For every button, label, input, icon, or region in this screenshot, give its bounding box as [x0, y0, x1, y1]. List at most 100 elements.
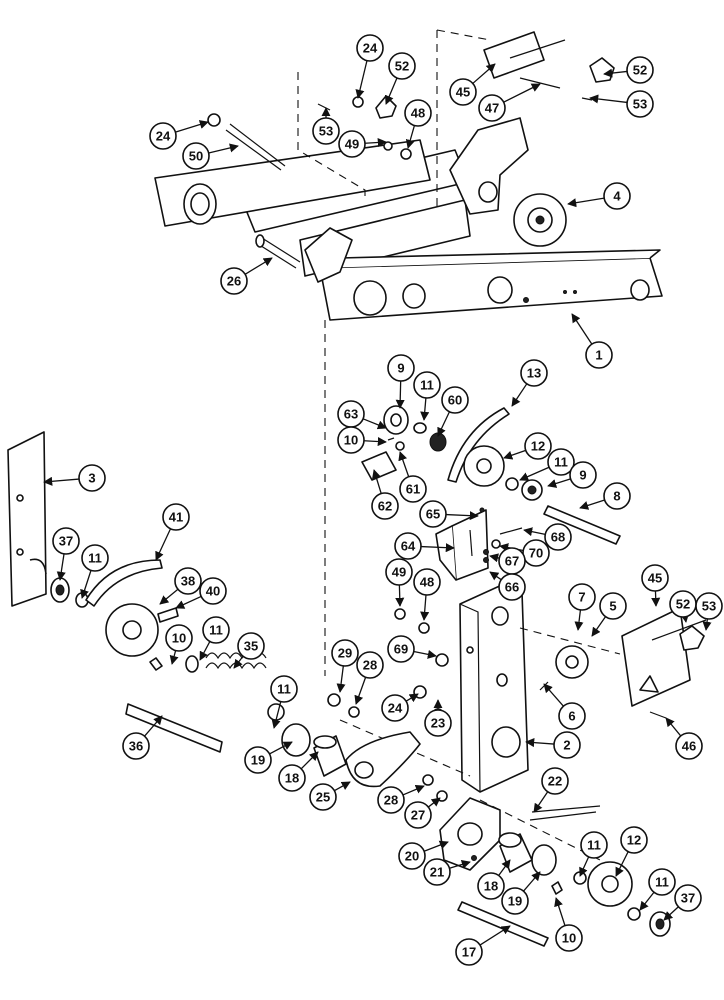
- leader-line: [355, 60, 368, 99]
- leader-line: [233, 655, 244, 669]
- leader-line: [639, 891, 655, 911]
- leader-line: [702, 618, 712, 631]
- callout-circle: [675, 732, 703, 760]
- callout-circle: [544, 523, 572, 551]
- callout-circle: [404, 801, 432, 829]
- leader-line: [175, 595, 202, 609]
- leader-line: [144, 715, 163, 737]
- callout-10: 10: [165, 624, 193, 665]
- bolt-22: [529, 805, 601, 821]
- callout-circle: [501, 887, 529, 915]
- callout-label: 68: [551, 530, 565, 545]
- leader-line: [363, 436, 387, 447]
- callout-label: 9: [579, 468, 586, 483]
- bracket-2: [459, 583, 529, 793]
- callout-circle: [558, 702, 586, 730]
- callout-label: 37: [59, 534, 73, 549]
- callout-24: 24: [381, 693, 419, 722]
- callout-label: 10: [172, 631, 186, 646]
- callout-label: 38: [181, 574, 195, 589]
- leader-line: [522, 871, 541, 892]
- callout-label: 11: [420, 378, 434, 393]
- callout-label: 62: [378, 499, 392, 514]
- leader-line: [208, 143, 239, 154]
- callout-circle: [413, 568, 441, 596]
- leader-line: [395, 584, 405, 607]
- pin-21: [471, 855, 477, 861]
- leader-line: [554, 897, 566, 926]
- callout-label: 21: [430, 865, 444, 880]
- assembly-line-right: [519, 627, 621, 655]
- side-plate-3: [7, 431, 47, 607]
- callout-48: 48: [413, 568, 441, 621]
- callout-22: 22: [533, 767, 569, 813]
- callout-label: 53: [633, 97, 647, 112]
- cap-45-right: [621, 607, 707, 719]
- callout-label: 9: [397, 361, 404, 376]
- callout-label: 4: [613, 189, 621, 204]
- callout-18: 18: [278, 751, 319, 792]
- leader-line: [651, 590, 661, 607]
- callout-label: 61: [406, 482, 420, 497]
- callout-circle: [553, 731, 581, 759]
- callout-circle: [404, 99, 432, 127]
- callout-circle: [388, 52, 416, 80]
- leader-line: [589, 94, 628, 104]
- callout-circle: [568, 583, 596, 611]
- callout-65: 65: [419, 500, 479, 528]
- callout-13: 13: [511, 359, 548, 407]
- callout-circle: [371, 492, 399, 520]
- leader-line: [489, 553, 500, 563]
- callout-label: 19: [251, 753, 265, 768]
- callout-11: 11: [413, 371, 441, 421]
- callout-11: 11: [199, 616, 230, 661]
- callout-49: 49: [338, 130, 387, 158]
- callout-label: 11: [209, 623, 223, 638]
- leader-line: [503, 83, 541, 103]
- leader-line: [423, 840, 449, 852]
- idler-bracket-parts: [361, 405, 447, 481]
- callout-label: 60: [448, 393, 462, 408]
- callout-53: 53: [589, 90, 654, 118]
- leader-line: [533, 791, 549, 813]
- callout-circle: [149, 122, 177, 150]
- leader-line: [269, 741, 293, 755]
- leader-line: [398, 451, 410, 477]
- callout-circle: [202, 616, 230, 644]
- callout-label: 52: [395, 59, 409, 74]
- callout-label: 53: [319, 124, 333, 139]
- callout-circle: [419, 500, 447, 528]
- leader-line: [519, 466, 550, 481]
- callout-circle: [220, 267, 248, 295]
- callout-circle: [547, 448, 575, 476]
- callout-5: 5: [591, 592, 627, 637]
- callout-label: 19: [508, 894, 522, 909]
- callout-label: 37: [681, 891, 695, 906]
- leader-line: [603, 68, 628, 78]
- leader-line: [437, 411, 451, 437]
- callout-label: 18: [484, 879, 498, 894]
- callout-label: 52: [633, 63, 647, 78]
- callout-label: 28: [384, 793, 398, 808]
- callout-circle: [52, 527, 80, 555]
- callout-36: 36: [122, 715, 163, 760]
- callout-circle: [413, 371, 441, 399]
- upper-hardware: [317, 31, 615, 160]
- callout-label: 40: [206, 584, 220, 599]
- sprocket-12-upper: [463, 445, 543, 501]
- leader-line: [420, 543, 455, 553]
- callout-25: 25: [309, 781, 351, 811]
- callout-circle: [585, 341, 613, 369]
- callout-circle: [162, 503, 190, 531]
- callout-61: 61: [398, 451, 427, 503]
- callout-11: 11: [639, 868, 676, 911]
- leader-line: [445, 511, 479, 521]
- callout-circle: [626, 90, 654, 118]
- callout-60: 60: [437, 386, 469, 437]
- callout-3: 3: [43, 464, 106, 492]
- callout-label: 45: [648, 571, 662, 586]
- callout-circle: [337, 426, 365, 454]
- leader-line: [498, 859, 511, 876]
- leader-line: [405, 125, 416, 149]
